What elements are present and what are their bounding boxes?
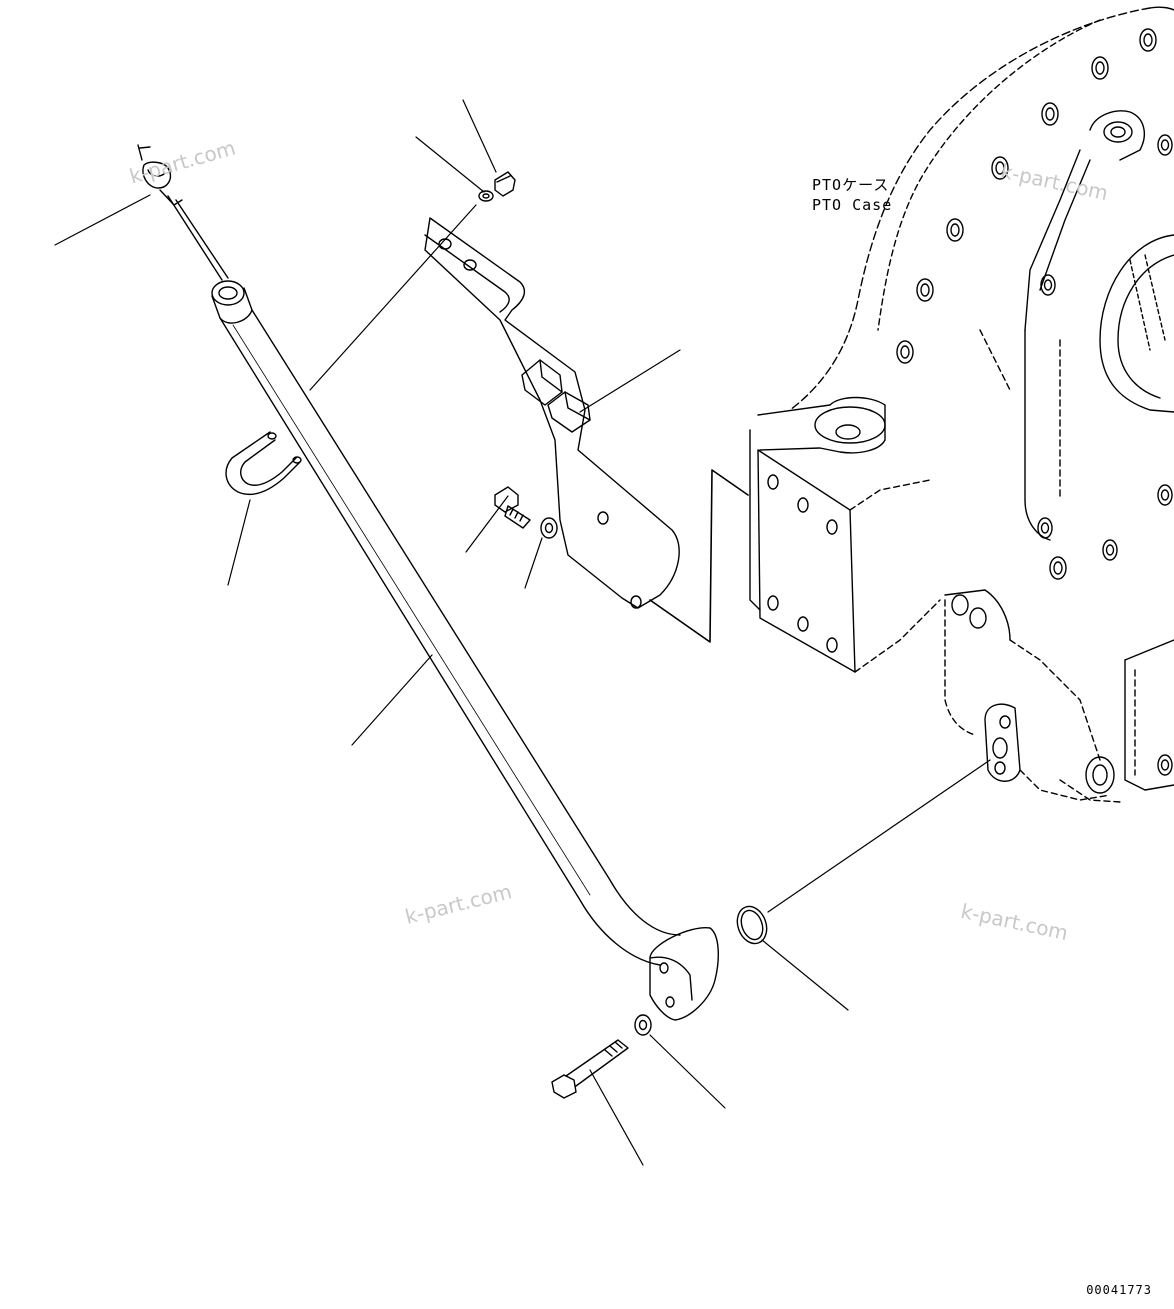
top-nut	[494, 171, 516, 197]
pto-case	[649, 6, 1174, 803]
pto-case-label-jp: PTOケース	[812, 176, 890, 194]
bracket-washer	[540, 517, 558, 539]
gauge-tube	[211, 280, 719, 1021]
gauge-bracket	[424, 217, 680, 609]
leader-lines	[54, 99, 991, 1166]
u-clip	[225, 431, 302, 496]
flange-washer	[634, 1014, 652, 1036]
top-washer	[478, 190, 494, 202]
bracket-bolt	[494, 486, 531, 529]
pto-case-label-en: PTO Case	[812, 196, 893, 214]
drawing-number: 00041773	[1086, 1283, 1152, 1297]
o-ring	[736, 905, 768, 945]
flange-bolt	[551, 1039, 629, 1099]
level-gauge	[137, 144, 229, 281]
pto-case-bolts	[896, 28, 1173, 776]
